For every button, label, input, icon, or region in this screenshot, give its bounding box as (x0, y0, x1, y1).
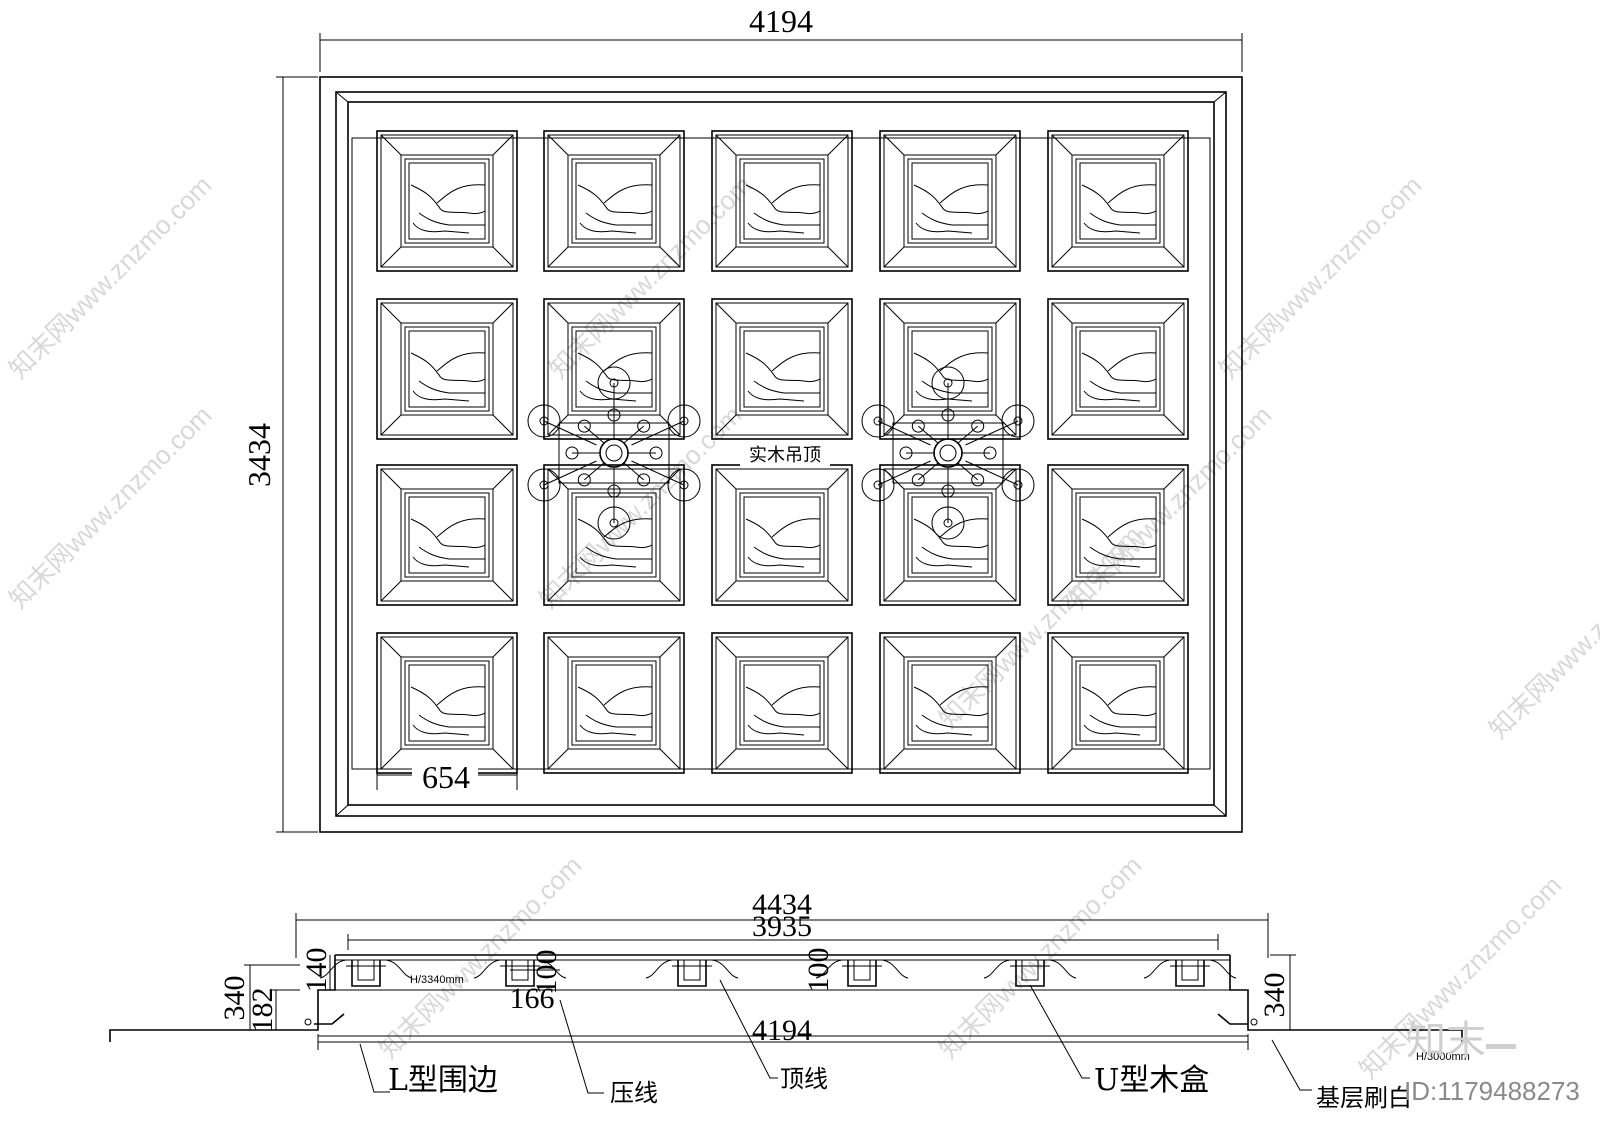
u-box-callout: U型木盒 (1094, 1063, 1209, 1098)
coffer-panel (879, 298, 1021, 440)
watermark-text: 知末网www.znzmo.com (1213, 170, 1427, 384)
coffer-panel (711, 464, 853, 606)
section-inner-dimension: 3935 (752, 910, 812, 943)
wood-grain (410, 686, 486, 717)
u-box-profile (319, 959, 413, 987)
l-edge-piece (304, 1013, 345, 1026)
wood-grain (913, 518, 989, 549)
l-edge-piece (1217, 1013, 1258, 1026)
watermark-text: 知末网www.znzmo.com (933, 520, 1147, 734)
watermark-text: 知末网www.znzmo.com (1483, 530, 1600, 744)
coffer-panel (376, 298, 518, 440)
plan-width-dimension: 4194 (749, 3, 813, 39)
section-view: 4434 3935 340 182 140 100 166 100 (109, 888, 1470, 1112)
coffer-panel (376, 464, 518, 606)
coffer-panel (879, 632, 1021, 774)
section-profile-height: 100 (530, 950, 563, 995)
ceiling-height-note: H/3340mm (410, 974, 464, 986)
wood-grain (913, 686, 989, 717)
coffer-panel (711, 632, 853, 774)
coffer-panel (1047, 632, 1189, 774)
coffer-panel (879, 130, 1021, 272)
wood-grain (577, 518, 653, 549)
wood-grain (1081, 184, 1157, 215)
plan-view: 4194 3434 654 实木吊顶 (241, 3, 1243, 833)
chandelier-group (527, 366, 1035, 540)
coffer-panel (543, 632, 685, 774)
watermark-text: 知末网www.znzmo.com (533, 400, 747, 614)
coffer-panel (543, 130, 685, 272)
coffer-panel (1047, 130, 1189, 272)
watermark-text: 知末网www.znzmo.com (933, 850, 1147, 1064)
section-left-total-height: 340 (218, 976, 251, 1021)
coffer-panel (711, 130, 853, 272)
press-line-callout: 压线 (610, 1079, 658, 1107)
brand-logo: 知末 (1406, 1018, 1486, 1064)
floor-height-note: H/3000mm (1416, 1051, 1470, 1063)
wood-grain (577, 184, 653, 215)
coffer-panel (711, 298, 853, 440)
u-box-profiles (304, 959, 1258, 1026)
u-box-profile (983, 959, 1077, 987)
top-line-callout: 顶线 (780, 1065, 828, 1093)
wood-grain (1081, 686, 1157, 717)
wood-grain (1081, 518, 1157, 549)
u-box-profile (645, 959, 739, 987)
wood-grain (745, 352, 821, 383)
wood-grain (745, 184, 821, 215)
section-profile-height-right: 100 (802, 948, 835, 993)
wood-grain (745, 686, 821, 717)
ceiling-material-label: 实木吊顶 (749, 445, 821, 466)
coffer-panel (1047, 298, 1189, 440)
coffer-panel (879, 464, 1021, 606)
wood-grain (410, 352, 486, 383)
u-box-profile (815, 959, 909, 987)
wood-grain (1081, 352, 1157, 383)
section-left-part-height: 182 (246, 988, 279, 1033)
chandelier (861, 366, 1035, 540)
watermark-layer: 知末网www.znzmo.com 知末网www.znzmo.com 知末网www… (3, 170, 1600, 1084)
chandelier (527, 366, 701, 540)
watermark-text: 知末网www.znzmo.com (3, 400, 217, 614)
drawing-id: ID:1179488273 (1404, 1076, 1580, 1106)
wood-grain (913, 184, 989, 215)
section-profile-width: 166 (510, 982, 555, 1015)
section-bottom-dimension: 4194 (752, 1014, 812, 1047)
coffer-panel (1047, 464, 1189, 606)
wood-grain (577, 686, 653, 717)
wood-grain (745, 518, 821, 549)
base-coat-callout: 基层刷白 (1316, 1084, 1412, 1112)
coffer-panel (376, 130, 518, 272)
panel-width-dimension: 654 (422, 759, 470, 795)
u-box-profile (1143, 959, 1237, 987)
plan-height-dimension: 3434 (241, 423, 277, 487)
section-right-height: 340 (1258, 973, 1291, 1018)
wood-grain (410, 518, 486, 549)
l-edge-callout: L型围边 (388, 1063, 498, 1098)
wood-grain (913, 352, 989, 383)
wood-grain (410, 184, 486, 215)
watermark-text: 知末网www.znzmo.com (543, 170, 757, 384)
watermark-text: 知末网www.znzmo.com (3, 170, 217, 384)
coffer-panel (376, 632, 518, 774)
section-overall-dimension: 4434 (752, 888, 812, 921)
section-left-top-height: 140 (300, 948, 333, 993)
watermark-badge: 知末 ID:1179488273 (1404, 1018, 1580, 1106)
